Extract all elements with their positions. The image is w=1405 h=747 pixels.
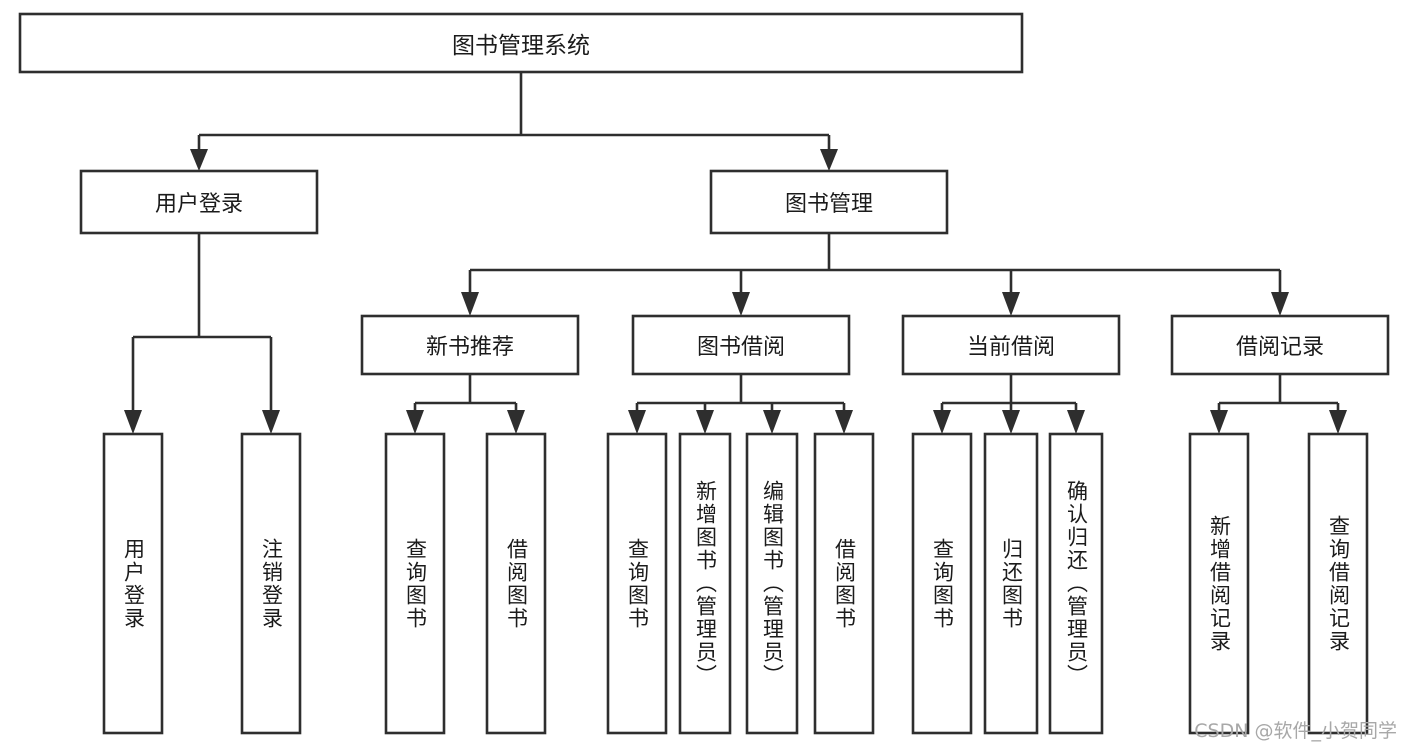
connector-layer <box>124 72 1347 434</box>
arrow-head-leaf-rec-borrow-book <box>507 410 525 434</box>
node-box-user-login[interactable] <box>79 169 319 235</box>
node-box-leaf-cur-return-book[interactable] <box>983 432 1039 735</box>
arrow-head-leaf-cur-return-book <box>1002 410 1020 434</box>
watermark-text: CSDN @软件_小贺同学 <box>1194 720 1397 742</box>
arrow-head-leaf-borrow-add-book <box>696 410 714 434</box>
node-box-leaf-user-logout[interactable] <box>240 432 302 735</box>
node-box-leaf-rec-add-record[interactable] <box>1188 432 1250 735</box>
arrow-head-current-borrow <box>1002 292 1020 316</box>
node-box-leaf-borrow-query-book[interactable] <box>606 432 668 735</box>
arrow-head-leaf-borrow-edit-book <box>763 410 781 434</box>
arrow-head-new-book-rec <box>461 292 479 316</box>
arrow-head-user-login <box>190 149 208 171</box>
node-box-root[interactable] <box>18 12 1024 74</box>
node-box-book-manage[interactable] <box>709 169 949 235</box>
arrow-head-leaf-cur-query-book <box>933 410 951 434</box>
arrow-head-leaf-rec-add-record <box>1210 410 1228 434</box>
node-box-leaf-cur-confirm-return[interactable] <box>1048 432 1104 735</box>
node-box-leaf-user-login[interactable] <box>102 432 164 735</box>
box-layer <box>18 12 1390 735</box>
node-box-leaf-borrow-add-book[interactable] <box>678 432 732 735</box>
arrow-head-borrow-record <box>1271 292 1289 316</box>
node-box-leaf-rec-query-book[interactable] <box>384 432 446 735</box>
arrow-head-leaf-rec-query-book <box>406 410 424 434</box>
node-box-new-book-rec[interactable] <box>360 314 580 376</box>
arrow-head-leaf-rec-query-record <box>1329 410 1347 434</box>
arrow-head-leaf-user-login <box>124 410 142 434</box>
arrow-head-leaf-cur-confirm-return <box>1067 410 1085 434</box>
node-box-borrow-record[interactable] <box>1170 314 1390 376</box>
arrow-head-book-manage <box>820 149 838 171</box>
arrow-head-book-borrow <box>732 292 750 316</box>
node-box-current-borrow[interactable] <box>901 314 1121 376</box>
node-box-leaf-rec-borrow-book[interactable] <box>485 432 547 735</box>
arrow-head-leaf-user-logout <box>262 410 280 434</box>
node-box-leaf-rec-query-record[interactable] <box>1307 432 1369 735</box>
node-box-leaf-borrow-borrow-book[interactable] <box>813 432 875 735</box>
node-box-book-borrow[interactable] <box>631 314 851 376</box>
arrow-head-leaf-borrow-borrow-book <box>835 410 853 434</box>
node-box-leaf-borrow-edit-book[interactable] <box>745 432 799 735</box>
arrow-head-leaf-borrow-query-book <box>628 410 646 434</box>
node-box-leaf-cur-query-book[interactable] <box>911 432 973 735</box>
